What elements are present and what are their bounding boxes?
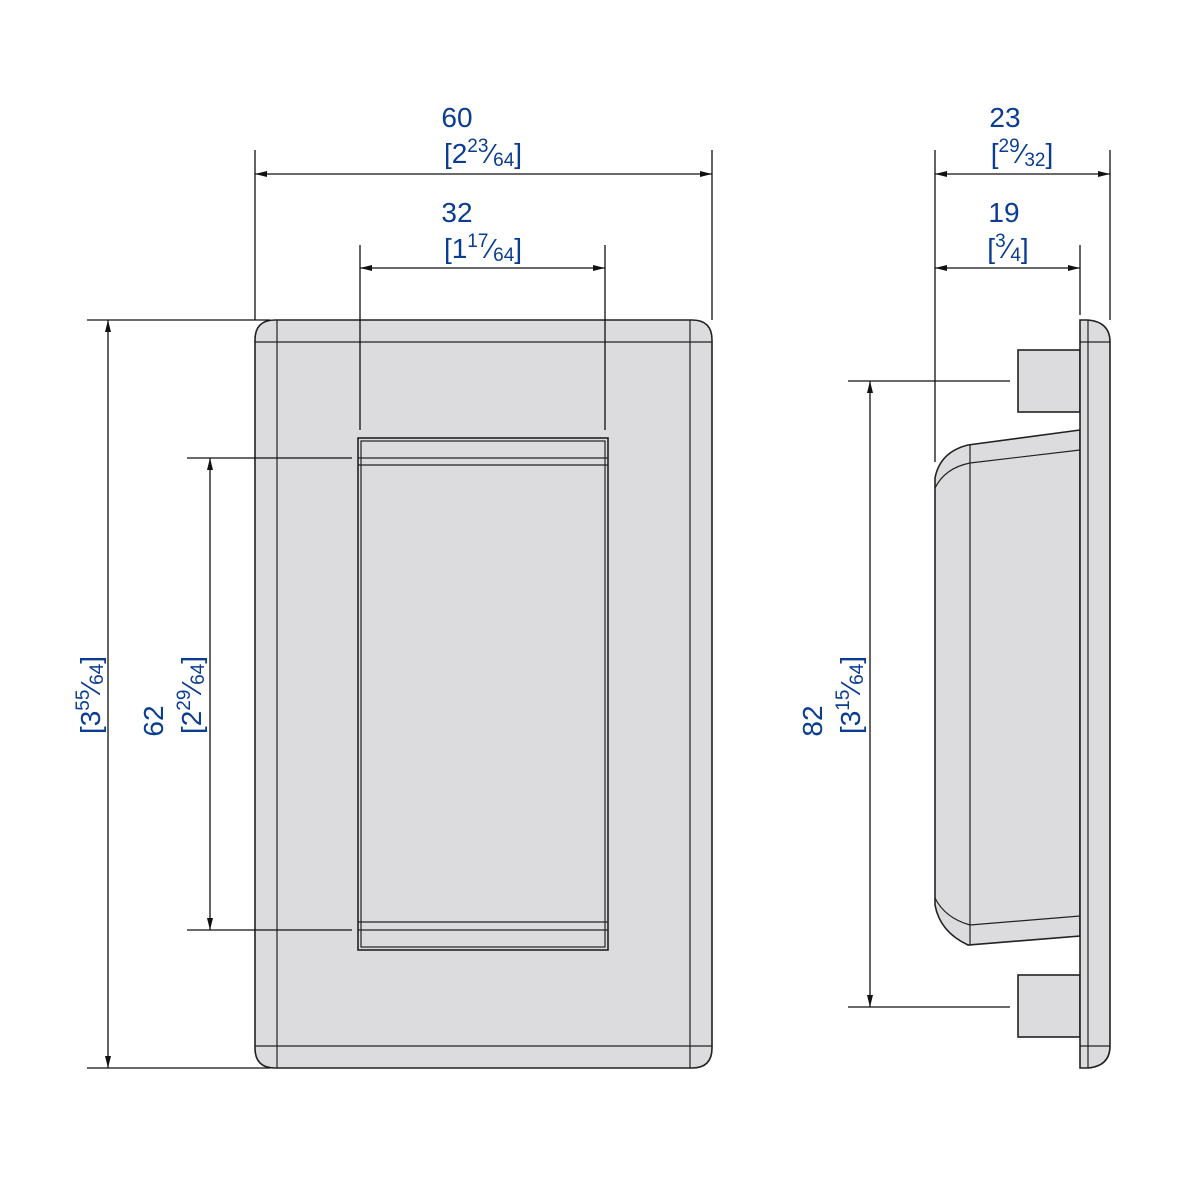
bottom-boss: [1017, 974, 1081, 1038]
dim-boss-spacing: 82 [315⁄64]: [797, 656, 868, 737]
inch-value: [229⁄64]: [174, 656, 209, 734]
front-view: [254, 319, 713, 1069]
mm-value: 62: [138, 705, 169, 736]
dim-side-total: 23 [29⁄32]: [989, 102, 1053, 171]
inch-value: [315⁄64]: [833, 656, 868, 734]
mm-value: 19: [988, 197, 1019, 228]
dim-front-width: 60 [223⁄64]: [441, 102, 522, 171]
inch-value: [29⁄32]: [991, 136, 1054, 171]
inch-value: [3⁄4]: [987, 231, 1028, 266]
dim-recess-height: 62 [229⁄64]: [138, 656, 209, 737]
mm-value: 60: [441, 102, 472, 133]
top-boss: [1017, 349, 1081, 413]
dim-side-body: 19 [3⁄4]: [987, 197, 1028, 266]
mm-value: 82: [797, 705, 828, 736]
recess-inner-outline: [360, 440, 606, 948]
side-body: [934, 429, 1081, 946]
mm-value: 23: [989, 102, 1020, 133]
mm-value: 32: [441, 197, 472, 228]
inch-value: [117⁄64]: [444, 231, 522, 266]
front-dimension-lines: [87, 150, 713, 1069]
dim-recess-width: 32 [117⁄64]: [441, 197, 522, 266]
side-dimension-lines: [848, 150, 1111, 1008]
recess: [357, 437, 609, 951]
side-plate: [1079, 319, 1111, 1069]
inch-value: [355⁄64]: [73, 656, 108, 734]
dim-front-height: [355⁄64]: [73, 656, 108, 734]
side-view: [934, 319, 1111, 1069]
inch-value: [223⁄64]: [444, 136, 522, 171]
